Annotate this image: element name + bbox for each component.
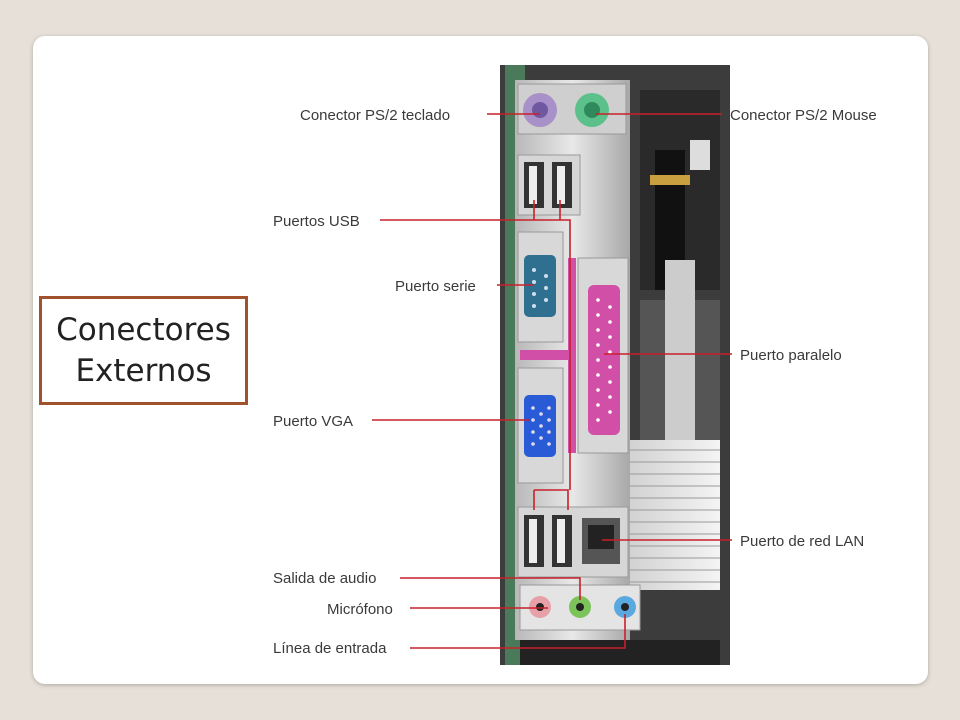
leader-audio-out <box>400 577 581 600</box>
title-line-1: Conectores <box>56 311 231 348</box>
label-audio-out: Salida de audio <box>273 570 376 587</box>
label-ps2-mouse: Conector PS/2 Mouse <box>730 107 877 124</box>
label-line-in: Línea de entrada <box>273 640 387 657</box>
vga-port <box>517 367 564 484</box>
leader-lines <box>372 113 732 649</box>
ps2-block <box>517 83 627 135</box>
label-lan: Puerto de red LAN <box>740 533 864 550</box>
label-vga: Puerto VGA <box>273 413 353 430</box>
title-line-2: Externos <box>75 352 212 389</box>
leader-usb <box>380 219 571 490</box>
label-usb: Puertos USB <box>273 213 360 230</box>
usb-top-block <box>517 154 581 216</box>
label-mic: Micrófono <box>327 601 393 618</box>
heatsink <box>625 440 720 590</box>
usb-lan-block <box>517 506 629 578</box>
title-box: Conectores Externos <box>39 296 248 405</box>
leader-line-in <box>410 614 626 649</box>
label-parallel: Puerto paralelo <box>740 347 842 364</box>
label-serial: Puerto serie <box>395 278 476 295</box>
label-ps2-keyboard: Conector PS/2 teclado <box>300 107 450 124</box>
serial-port <box>517 231 564 343</box>
pink-strip <box>520 350 575 360</box>
